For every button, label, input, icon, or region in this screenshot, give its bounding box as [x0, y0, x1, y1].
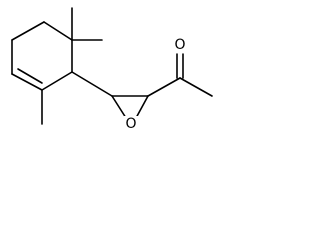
ring-bond-c5-c6 — [41, 71, 73, 91]
ring-to-epoxide-bond — [71, 71, 113, 97]
chemical-structure-diagram: O O — [11, 7, 213, 132]
ring-double-bond-c4-c5 — [17, 68, 43, 84]
acetyl-group — [147, 53, 213, 97]
acetyl-methyl-bond — [179, 77, 213, 97]
epoxide-ring — [111, 95, 149, 119]
gem-dimethyl — [71, 7, 103, 41]
epoxide-to-carbonyl-bond — [147, 77, 181, 97]
epoxide-bond-right-o — [135, 95, 149, 119]
epoxide-bond-left-o — [111, 95, 127, 119]
carbonyl-oxygen-label: O — [173, 37, 187, 53]
carbonyl-oxygen-text: O — [174, 37, 185, 53]
epoxide-oxygen-label: O — [124, 116, 138, 132]
ring-bond-c4-c5 — [11, 73, 43, 91]
ring-bond-c2-c3 — [11, 21, 45, 41]
epoxide-oxygen-text: O — [125, 116, 136, 132]
cyclohexene-ring — [11, 21, 73, 91]
ring-bond-c1-c2 — [43, 21, 73, 41]
